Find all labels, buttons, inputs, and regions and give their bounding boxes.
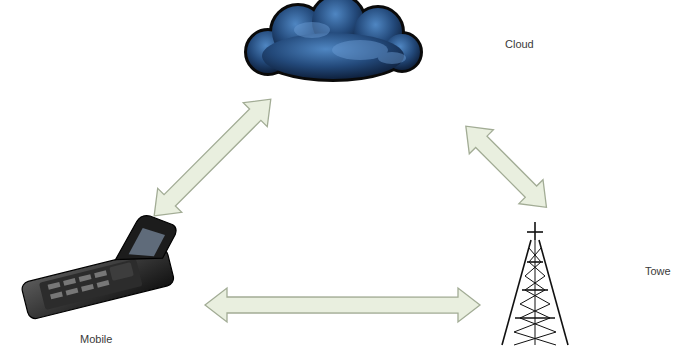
cloud-fill xyxy=(247,0,420,79)
phone-key xyxy=(81,284,94,292)
tower-rung xyxy=(527,261,543,263)
phone-key xyxy=(66,288,79,296)
double-arrow xyxy=(205,288,480,322)
double-arrow xyxy=(154,99,271,216)
tower-bracing xyxy=(514,248,556,345)
phone-lid xyxy=(107,209,182,269)
tower-rung xyxy=(522,289,548,291)
node-label: Towe xyxy=(645,265,671,278)
mobile-node: Mobile xyxy=(15,230,190,325)
cloud-highlight xyxy=(294,22,406,64)
phone-keypad xyxy=(39,259,143,310)
cloud-highlight xyxy=(294,22,330,38)
tower-antenna xyxy=(534,222,536,240)
tower-leg xyxy=(539,240,568,345)
tower-leg xyxy=(502,240,531,345)
tower-bracing xyxy=(514,248,556,345)
tower-antenna xyxy=(527,231,543,233)
tower-illustration xyxy=(502,222,568,345)
cloud-highlight xyxy=(378,52,406,64)
node-label: Mobile xyxy=(80,333,112,346)
double-arrow xyxy=(466,126,547,207)
tower-node: Towe xyxy=(495,225,575,345)
phone-key xyxy=(63,278,76,286)
phone-illustration xyxy=(12,209,189,320)
phone-key xyxy=(97,280,110,288)
phone-key xyxy=(48,282,61,290)
cloud-illustration xyxy=(246,0,421,80)
phone-screen xyxy=(123,223,169,262)
node-label: Cloud xyxy=(505,38,534,51)
tower-rung xyxy=(515,317,555,319)
cloud-outline xyxy=(246,0,421,80)
phone-keys xyxy=(48,270,110,299)
phone-key xyxy=(50,292,63,300)
phone-key xyxy=(94,270,107,278)
phone-key xyxy=(79,274,92,282)
cloud-node: Cloud xyxy=(240,0,420,85)
phone-nav-pad xyxy=(109,262,134,281)
